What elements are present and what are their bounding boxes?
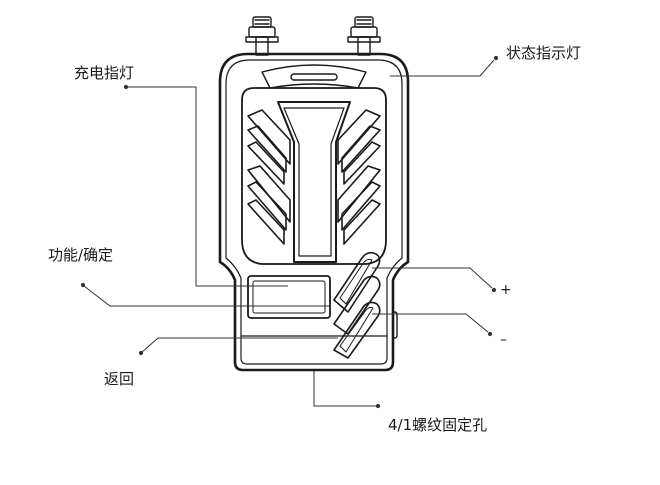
device-body-outline (218, 52, 410, 372)
leader-screw (313, 370, 376, 407)
plus-label: + (500, 282, 512, 298)
leader-plus (372, 267, 493, 289)
plus-minus-keypad (333, 251, 381, 359)
top-panel (241, 87, 387, 265)
charge-indicator-label: 充电指灯 (74, 64, 135, 82)
function-confirm-label: 功能/确定 (48, 246, 114, 264)
left-connector (245, 16, 279, 56)
chevron-group-left-bottom (247, 165, 291, 245)
device-body-inner (225, 59, 403, 365)
chevron-group-left-top (247, 109, 291, 185)
leader-function (83, 285, 330, 307)
chevron-group-right-bottom (337, 165, 381, 245)
function-confirm-button (247, 275, 331, 319)
minus-label: – (500, 332, 507, 348)
leader-charge (128, 86, 288, 287)
back-label: 返回 (104, 370, 135, 388)
center-t-emboss (277, 101, 351, 263)
leader-minus (372, 313, 489, 333)
status-indicator-led (261, 64, 367, 89)
leader-back (141, 337, 338, 353)
screw-hole-label: 4/1螺纹固定孔 (388, 416, 488, 434)
leader-lines (80, 55, 499, 409)
side-switch (392, 311, 398, 339)
right-connector (347, 16, 381, 56)
leader-status (390, 59, 495, 77)
status-indicator-label: 状态指示灯 (506, 44, 582, 62)
chevron-group-right-top (337, 109, 381, 185)
